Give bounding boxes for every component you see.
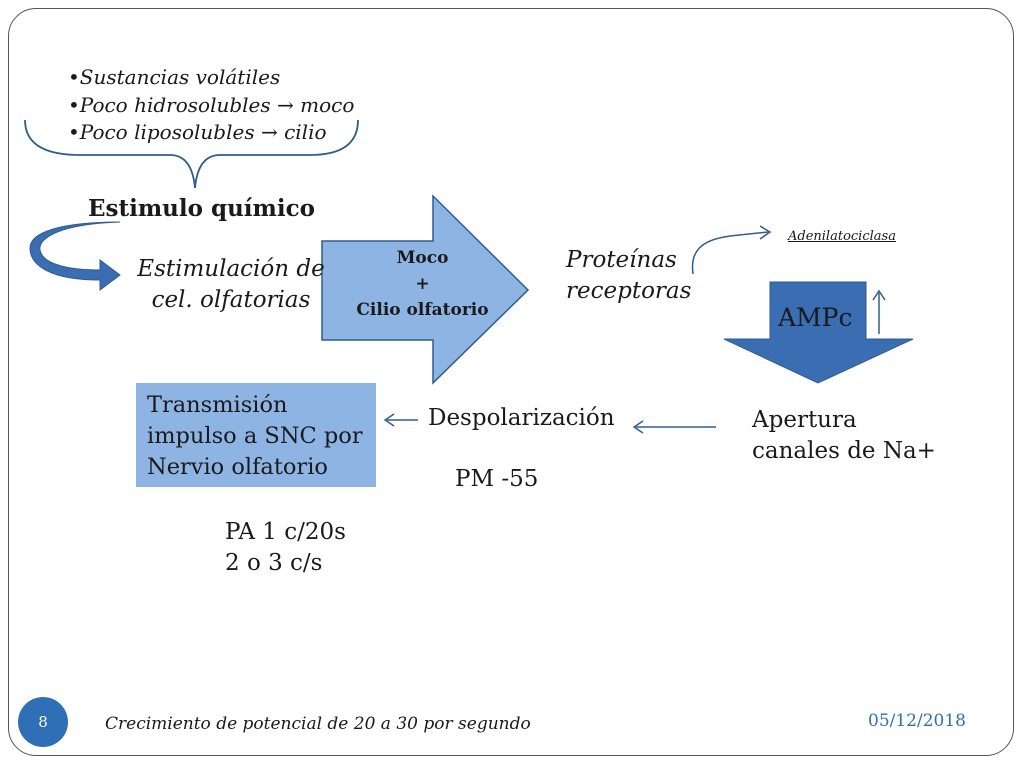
arrow-label-line2: + xyxy=(415,274,430,294)
stimulation-line2: cel. olfatorias xyxy=(151,287,311,313)
stimulation-text: Estimulación de cel. olfatorias xyxy=(125,254,337,316)
bullet-hidrosolubles: •Poco hidrosolubles → moco xyxy=(68,92,355,117)
bullet-liposolubles: •Poco liposolubles → cilio xyxy=(68,120,327,144)
transmission-box: Transmisión impulso a SNC por Nervio olf… xyxy=(136,383,376,487)
slide-frame xyxy=(8,8,1014,756)
adenylate-arrow xyxy=(691,231,769,275)
adenylate-label: Adenilatociclasa xyxy=(788,229,896,244)
pa-line2: 2 o 3 c/s xyxy=(225,550,323,576)
stimulus-title: Estimulo químico xyxy=(88,195,315,222)
opening-line1: Apertura xyxy=(752,407,857,433)
footer-caption: Crecimiento de potencial de 20 a 30 por … xyxy=(105,714,531,734)
property-bullets: •Sustancias volátiles •Poco hidrosoluble… xyxy=(68,64,354,147)
stimulation-line1: Estimulación de xyxy=(137,256,325,282)
slide-date: 05/12/2018 xyxy=(868,711,966,731)
moco-cilio-arrow xyxy=(321,194,530,385)
pa-line1: PA 1 c/20s xyxy=(225,519,346,545)
pm-label: PM -55 xyxy=(455,466,539,492)
ampc-label: AMPc xyxy=(778,303,853,332)
arrow-label-line3: Cilio olfatorio xyxy=(356,300,489,320)
transmission-line3: Nervio olfatorio xyxy=(147,454,328,480)
opening-line2: canales de Na+ xyxy=(752,438,936,464)
arrow-label-line1: Moco xyxy=(396,248,449,268)
proteins-line1: Proteínas xyxy=(566,247,677,273)
curly-brace xyxy=(24,119,359,189)
bullet-volatiles: •Sustancias volátiles xyxy=(68,65,281,89)
receptor-proteins-text: Proteínas receptoras xyxy=(566,245,691,307)
transmission-line2: impulso a SNC por xyxy=(147,423,363,449)
proteins-line2: receptoras xyxy=(566,278,692,304)
action-potential-text: PA 1 c/20s 2 o 3 c/s xyxy=(225,517,346,579)
depolarization-label: Despolarización xyxy=(428,405,615,431)
page-number-badge: 8 xyxy=(18,697,68,747)
transmission-line1: Transmisión xyxy=(147,392,288,418)
arrow-label: Moco + Cilio olfatorio xyxy=(330,245,515,323)
na-channels-text: Apertura canales de Na+ xyxy=(752,405,936,467)
curved-arrow-icon xyxy=(29,221,121,291)
ampc-down-arrow xyxy=(723,281,914,384)
